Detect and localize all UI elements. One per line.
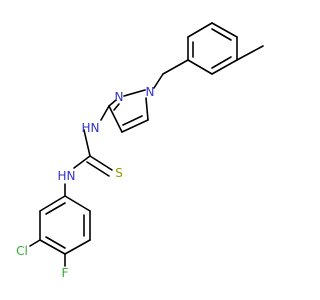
molecule-structure: N N H N S H N Cl F [16,22,264,280]
nh1-h: H [81,121,90,135]
nh-group-1: H N [81,121,99,135]
bond-methyl [236,45,264,61]
bond-nh-cs [83,129,91,157]
bond-c-cl [29,239,41,247]
atom-n2: N [115,90,124,104]
nh2-n: N [67,169,76,183]
bond-c-s-1 [89,155,113,171]
nh-group-2: H N [57,169,75,183]
atom-sulfur: S [115,166,123,180]
atom-chlorine: Cl [16,244,28,258]
atom-n1: N [146,85,155,99]
nh1-n: N [91,121,100,135]
tolyl-ring [187,22,238,75]
pyrazole-ring [108,89,149,133]
bond-ch2-ring [162,59,189,75]
nh2-h: H [57,169,66,183]
bond-c-s-2 [86,161,110,177]
atom-fluorine: F [62,266,69,280]
bond-c3-nh [100,105,110,121]
halophenyl-ring [39,195,91,255]
bond-cs-nh2 [73,155,91,169]
bond-ch2-n1 [153,73,164,89]
